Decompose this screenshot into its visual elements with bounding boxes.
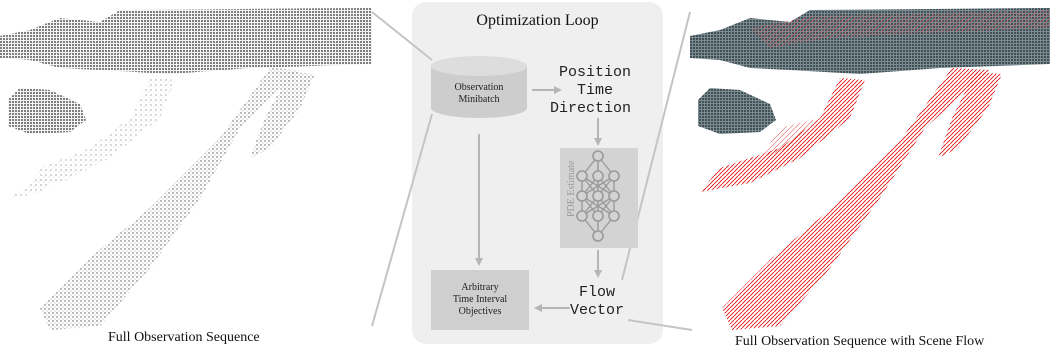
input-direction: Direction <box>550 100 632 117</box>
pde-estimate-label: PDE Estimate <box>566 160 577 217</box>
minibatch-label-line1: Observation <box>454 82 504 93</box>
input-time: Time <box>577 82 614 99</box>
objectives-line2: Time Interval <box>452 294 508 305</box>
trail-points <box>30 78 175 188</box>
loop-title: Optimization Loop <box>476 12 599 29</box>
minibatch-label-line2: Minibatch <box>458 94 500 105</box>
objectives-box: Arbitrary Time Interval Objectives <box>431 270 529 330</box>
zoom-line <box>627 319 693 331</box>
objectives-line3: Objectives <box>458 306 502 317</box>
right-caption: Full Observation Sequence with Scene Flo… <box>735 334 985 349</box>
flow-trail <box>700 78 865 192</box>
minibatch-label: Observation Minibatch <box>431 82 527 106</box>
left-point-cloud <box>0 8 372 330</box>
trail-points <box>250 72 315 158</box>
car-points <box>698 88 776 134</box>
observation-minibatch-cylinder <box>431 56 527 118</box>
output-flow: Flow <box>579 284 616 301</box>
output-vector: Vector <box>570 302 625 319</box>
trail-points <box>40 68 300 330</box>
flow-trail <box>760 118 820 158</box>
left-caption: Full Observation Sequence <box>108 330 260 345</box>
flow-trail <box>938 72 1002 158</box>
neural-network-icon <box>576 150 620 242</box>
input-position: Position <box>559 64 632 81</box>
zoom-line <box>371 11 433 61</box>
trail-points <box>10 168 70 198</box>
building-points <box>0 8 372 74</box>
car-points <box>8 88 86 134</box>
right-point-cloud-with-flow <box>690 8 1050 330</box>
flow-on-buildings <box>750 10 1050 48</box>
flow-trail <box>722 68 990 330</box>
pde-estimate-network <box>560 148 638 248</box>
objectives-line1: Arbitrary <box>461 282 499 293</box>
zoom-line <box>371 113 433 327</box>
